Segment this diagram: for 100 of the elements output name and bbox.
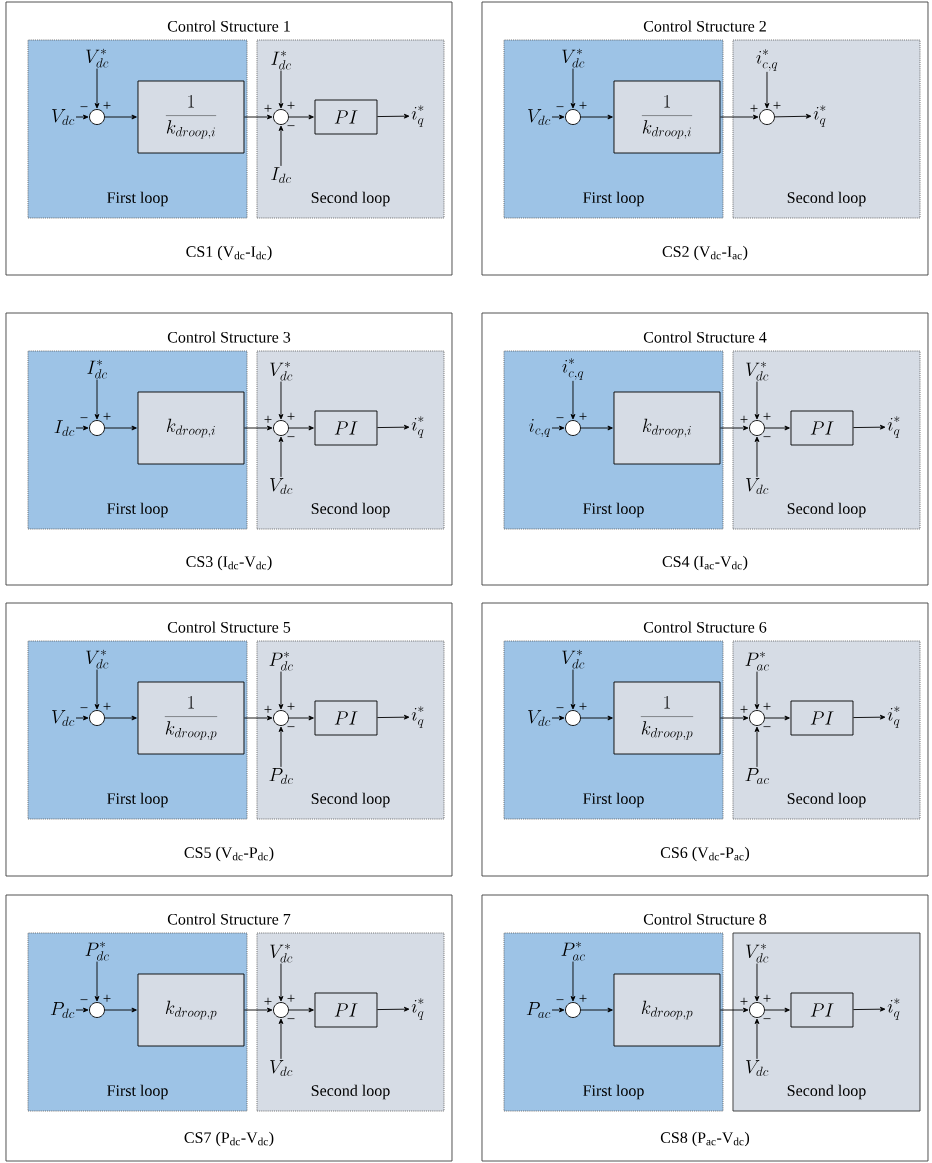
arrow <box>94 68 100 109</box>
loop-label: First loop <box>583 191 644 207</box>
arrow <box>720 1007 749 1013</box>
transfer-block: $PI$ <box>790 992 854 1028</box>
arrow <box>551 715 565 721</box>
sign-label: + <box>264 705 272 713</box>
arrow <box>278 381 284 420</box>
summing-junction <box>749 1002 765 1018</box>
sign-label: + <box>287 702 295 710</box>
sign-label: − <box>763 436 771 438</box>
arrow <box>288 715 314 721</box>
panel-subtitle: CS3 (I$_{dc}$-V$_{dc}$) <box>186 555 272 571</box>
signal-label: $i_q^*$ <box>411 998 424 1020</box>
summing-junction <box>565 109 581 125</box>
sign-label: + <box>264 104 272 112</box>
transfer-block: $k_{droop,p}$ <box>613 973 721 1047</box>
signal-label: $I_{dc}^*$ <box>271 50 291 70</box>
arrow <box>570 669 576 710</box>
arrow <box>764 71 770 109</box>
signal-label: $P_{ac}$ <box>745 768 769 785</box>
sign-label: + <box>287 101 295 109</box>
loop-label: First loop <box>583 792 644 808</box>
arrow <box>104 114 137 120</box>
loop-label: Second loop <box>787 191 866 207</box>
transfer-block: $\frac{1}{k_{droop,p}}$ <box>137 681 245 755</box>
signal-label: $I_{dc}^*$ <box>87 359 107 379</box>
arrow <box>551 425 565 431</box>
summing-junction <box>565 1002 581 1018</box>
panel-title: Control Structure 6 <box>643 621 767 633</box>
sign-label: + <box>579 702 587 710</box>
transfer-block: $k_{droop,i}$ <box>137 391 245 465</box>
sign-label: + <box>763 412 771 420</box>
arrow <box>580 425 613 431</box>
panel-subtitle: CS5 (V$_{dc}$-P$_{dc}$) <box>184 846 274 862</box>
arrow <box>377 424 410 430</box>
panel-title: Control Structure 5 <box>167 621 291 633</box>
arrow <box>754 671 760 710</box>
panel-subtitle: CS6 (V$_{dc}$-P$_{ac}$) <box>660 846 750 862</box>
signal-label: $V_{dc}$ <box>528 109 551 126</box>
arrow <box>570 68 576 109</box>
summing-junction <box>89 1002 105 1018</box>
sign-label: + <box>287 412 295 420</box>
arrow <box>764 1007 790 1013</box>
loop-label: Second loop <box>787 502 866 518</box>
summing-junction <box>273 1002 289 1018</box>
signal-label: $P_{ac}^*$ <box>745 651 769 671</box>
transfer-block: $PI$ <box>314 700 378 736</box>
arrow <box>570 961 576 1002</box>
arrow <box>288 425 314 431</box>
sign-label: − <box>287 436 295 438</box>
arrow <box>853 714 886 720</box>
loop-label: Second loop <box>787 792 866 808</box>
arrow <box>764 715 790 721</box>
panel-subtitle: CS7 (P$_{dc}$-V$_{dc}$) <box>184 1131 274 1147</box>
arrow <box>754 963 760 1002</box>
sign-label: − <box>287 125 295 127</box>
loop-label: Second loop <box>311 1084 390 1100</box>
arrow <box>754 726 760 768</box>
arrow <box>278 726 284 768</box>
arrow <box>75 1007 89 1013</box>
arrow <box>278 671 284 710</box>
sign-label: − <box>556 707 564 709</box>
arrow <box>551 1007 565 1013</box>
arrow <box>377 714 410 720</box>
sign-label: + <box>579 412 587 420</box>
sign-label: − <box>80 707 88 709</box>
loop-label: Second loop <box>311 191 390 207</box>
signal-label: $i_q^*$ <box>887 416 900 438</box>
arrow <box>75 425 89 431</box>
sign-label: − <box>556 999 564 1001</box>
sign-label: + <box>264 415 272 423</box>
transfer-block: $\frac{1}{k_{droop,p}}$ <box>613 681 721 755</box>
arrow <box>278 963 284 1002</box>
sign-label: + <box>103 702 111 710</box>
sign-label: + <box>103 994 111 1002</box>
signal-label: $V_{dc}$ <box>746 478 769 495</box>
signal-label: $P_{ac}^*$ <box>561 941 585 961</box>
signal-label: $P_{dc}^*$ <box>85 941 109 961</box>
arrow <box>94 669 100 710</box>
arrow <box>94 379 100 420</box>
loop-label: First loop <box>107 502 168 518</box>
panel-subtitle: CS8 (P$_{ac}$-V$_{dc}$) <box>660 1131 750 1147</box>
loop-label: First loop <box>107 191 168 207</box>
arrow <box>278 70 284 109</box>
sign-label: + <box>773 101 781 109</box>
summing-junction <box>89 710 105 726</box>
signal-label: $I_{dc}$ <box>54 420 75 437</box>
loop-label: First loop <box>107 1084 168 1100</box>
transfer-block: $PI$ <box>314 99 378 135</box>
signal-label: $V_{dc}$ <box>52 109 75 126</box>
summing-junction <box>273 710 289 726</box>
sign-label: + <box>740 705 748 713</box>
signal-label: $V_{dc}^*$ <box>86 48 109 68</box>
sign-label: − <box>80 417 88 419</box>
signal-label: $P_{dc}$ <box>50 1002 75 1019</box>
transfer-block: $k_{droop,p}$ <box>137 973 245 1047</box>
arrow <box>278 1018 284 1060</box>
signal-label: $V_{dc}$ <box>52 710 75 727</box>
transfer-block: $\frac{1}{k_{droop,i}}$ <box>137 80 245 154</box>
arrow <box>104 1007 137 1013</box>
